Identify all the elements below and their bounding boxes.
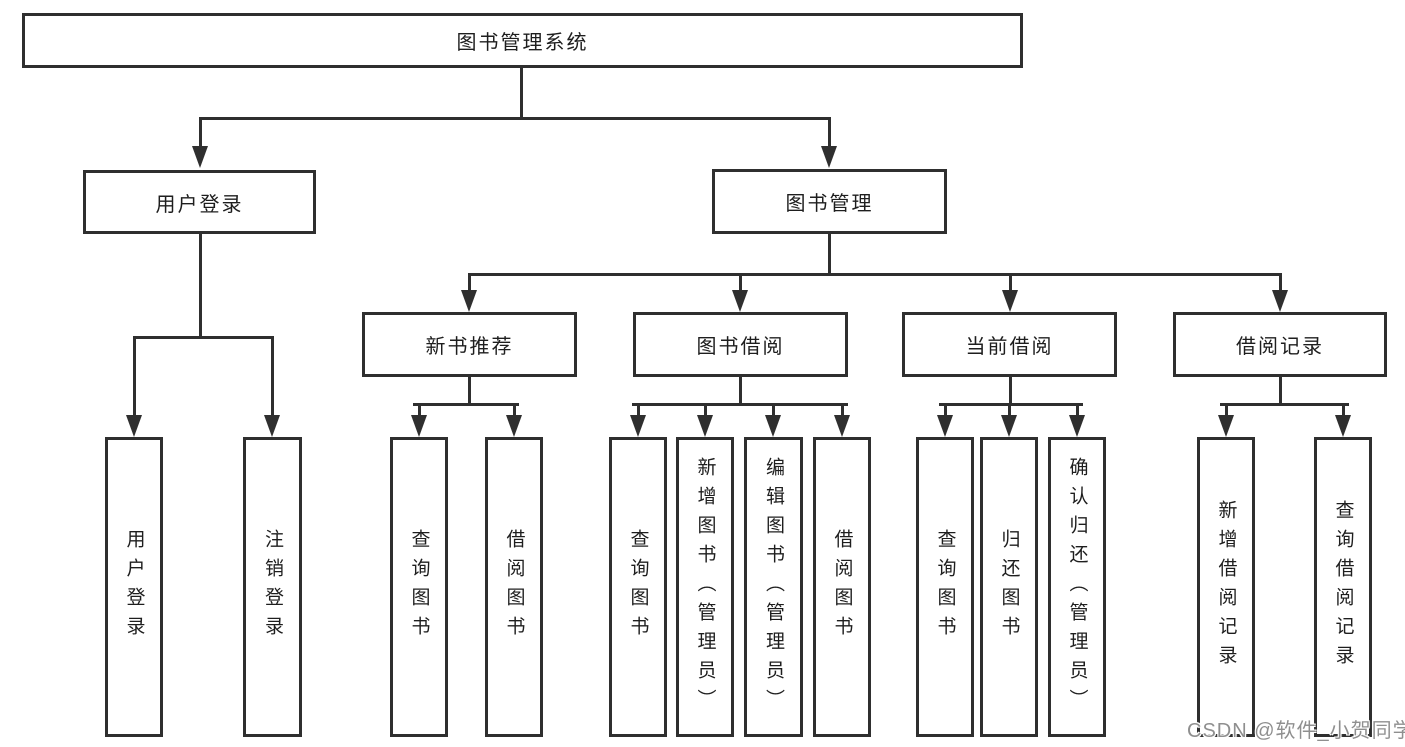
node-label: 归还图书	[998, 529, 1020, 645]
connector-line	[632, 403, 848, 406]
arrow-down-icon	[1002, 290, 1018, 312]
node-bw-add-books-admin: 新增图书（管理员）	[676, 437, 734, 737]
node-library-management-system: 图书管理系统	[22, 13, 1023, 68]
node-borrowing-records: 借阅记录	[1173, 312, 1387, 377]
node-nb-query-books: 查询图书	[390, 437, 448, 737]
node-label: 新增图书（管理员）	[694, 456, 716, 718]
node-logout: 注销登录	[243, 437, 302, 737]
arrow-down-icon	[1272, 290, 1288, 312]
connector-line	[828, 234, 831, 275]
connector-line	[413, 403, 519, 406]
arrow-down-icon	[506, 415, 522, 437]
node-book-borrowing: 图书借阅	[633, 312, 848, 377]
node-cur-return-books: 归还图书	[980, 437, 1038, 737]
node-label: 查询图书	[627, 529, 649, 645]
node-book-management: 图书管理	[712, 169, 947, 234]
node-label: 查询借阅记录	[1332, 500, 1354, 674]
node-bw-edit-books-admin: 编辑图书（管理员）	[744, 437, 803, 737]
node-cur-confirm-return-admin: 确认归还（管理员）	[1048, 437, 1106, 737]
arrow-down-icon	[732, 290, 748, 312]
connector-line	[520, 68, 523, 119]
node-bw-query-books: 查询图书	[609, 437, 667, 737]
connector-line	[468, 273, 1281, 276]
node-label: 图书借阅	[696, 336, 785, 358]
connector-line	[739, 377, 742, 404]
node-label: 用户登录	[155, 193, 244, 216]
connector-line	[637, 403, 640, 416]
arrow-down-icon	[937, 415, 953, 437]
node-user-login-leaf: 用户登录	[105, 437, 163, 737]
node-user-login: 用户登录	[83, 170, 316, 234]
connector-line	[944, 403, 947, 416]
connector-line	[939, 403, 1083, 406]
arrow-down-icon	[697, 415, 713, 437]
arrow-down-icon	[411, 415, 427, 437]
connector-line	[513, 403, 516, 416]
connector-line	[1009, 377, 1012, 404]
node-rec-query-borrow-record: 查询借阅记录	[1314, 437, 1372, 737]
node-label: 借阅图书	[503, 529, 525, 645]
connector-line	[704, 403, 707, 416]
connector-line	[739, 273, 742, 291]
connector-line	[468, 273, 471, 291]
connector-line	[1220, 403, 1349, 406]
connector-line	[133, 336, 136, 416]
connector-line	[828, 117, 831, 148]
node-label: 借阅记录	[1236, 336, 1324, 358]
connector-line	[1008, 403, 1011, 416]
connector-line	[468, 377, 471, 404]
arrow-down-icon	[834, 415, 850, 437]
arrow-down-icon	[1069, 415, 1085, 437]
node-label: 查询图书	[408, 529, 430, 645]
arrow-down-icon	[192, 146, 208, 168]
connector-line	[841, 403, 844, 416]
node-cur-query-books: 查询图书	[916, 437, 974, 737]
connector-line	[1279, 377, 1282, 404]
node-label: 当前借阅	[965, 336, 1054, 358]
connector-line	[199, 117, 202, 148]
arrow-down-icon	[264, 415, 280, 437]
watermark: CSDN @软件_小贺同学	[1187, 720, 1405, 742]
node-label: 新书推荐	[425, 336, 514, 358]
arrow-down-icon	[821, 146, 837, 168]
connector-line	[199, 234, 202, 337]
connector-line	[1009, 273, 1012, 291]
node-label: 用户登录	[123, 529, 145, 645]
node-label: 图书管理	[785, 193, 874, 215]
connector-line	[772, 403, 775, 416]
node-label: 借阅图书	[831, 529, 853, 645]
node-label: 图书管理系统	[456, 32, 589, 54]
arrow-down-icon	[1001, 415, 1017, 437]
arrow-down-icon	[630, 415, 646, 437]
node-label: 确认归还（管理员）	[1066, 456, 1088, 718]
connector-line	[1279, 273, 1282, 291]
connector-line	[418, 403, 421, 416]
node-label: 新增借阅记录	[1215, 500, 1237, 674]
connector-line	[133, 336, 274, 339]
connector-line	[1225, 403, 1228, 416]
connector-line	[271, 336, 274, 416]
arrow-down-icon	[461, 290, 477, 312]
node-current-borrowing: 当前借阅	[902, 312, 1117, 377]
node-label: 注销登录	[262, 529, 283, 645]
node-bw-borrow-books: 借阅图书	[813, 437, 871, 737]
node-new-book-recommendation: 新书推荐	[362, 312, 577, 377]
arrow-down-icon	[126, 415, 142, 437]
arrow-down-icon	[1335, 415, 1351, 437]
connector-line	[1076, 403, 1079, 416]
connector-line	[1342, 403, 1345, 416]
node-nb-borrow-books: 借阅图书	[485, 437, 543, 737]
connector-line	[199, 117, 831, 120]
node-label: 编辑图书（管理员）	[763, 456, 784, 718]
node-label: 查询图书	[934, 529, 956, 645]
arrow-down-icon	[765, 415, 781, 437]
node-rec-add-borrow-record: 新增借阅记录	[1197, 437, 1255, 737]
arrow-down-icon	[1218, 415, 1234, 437]
